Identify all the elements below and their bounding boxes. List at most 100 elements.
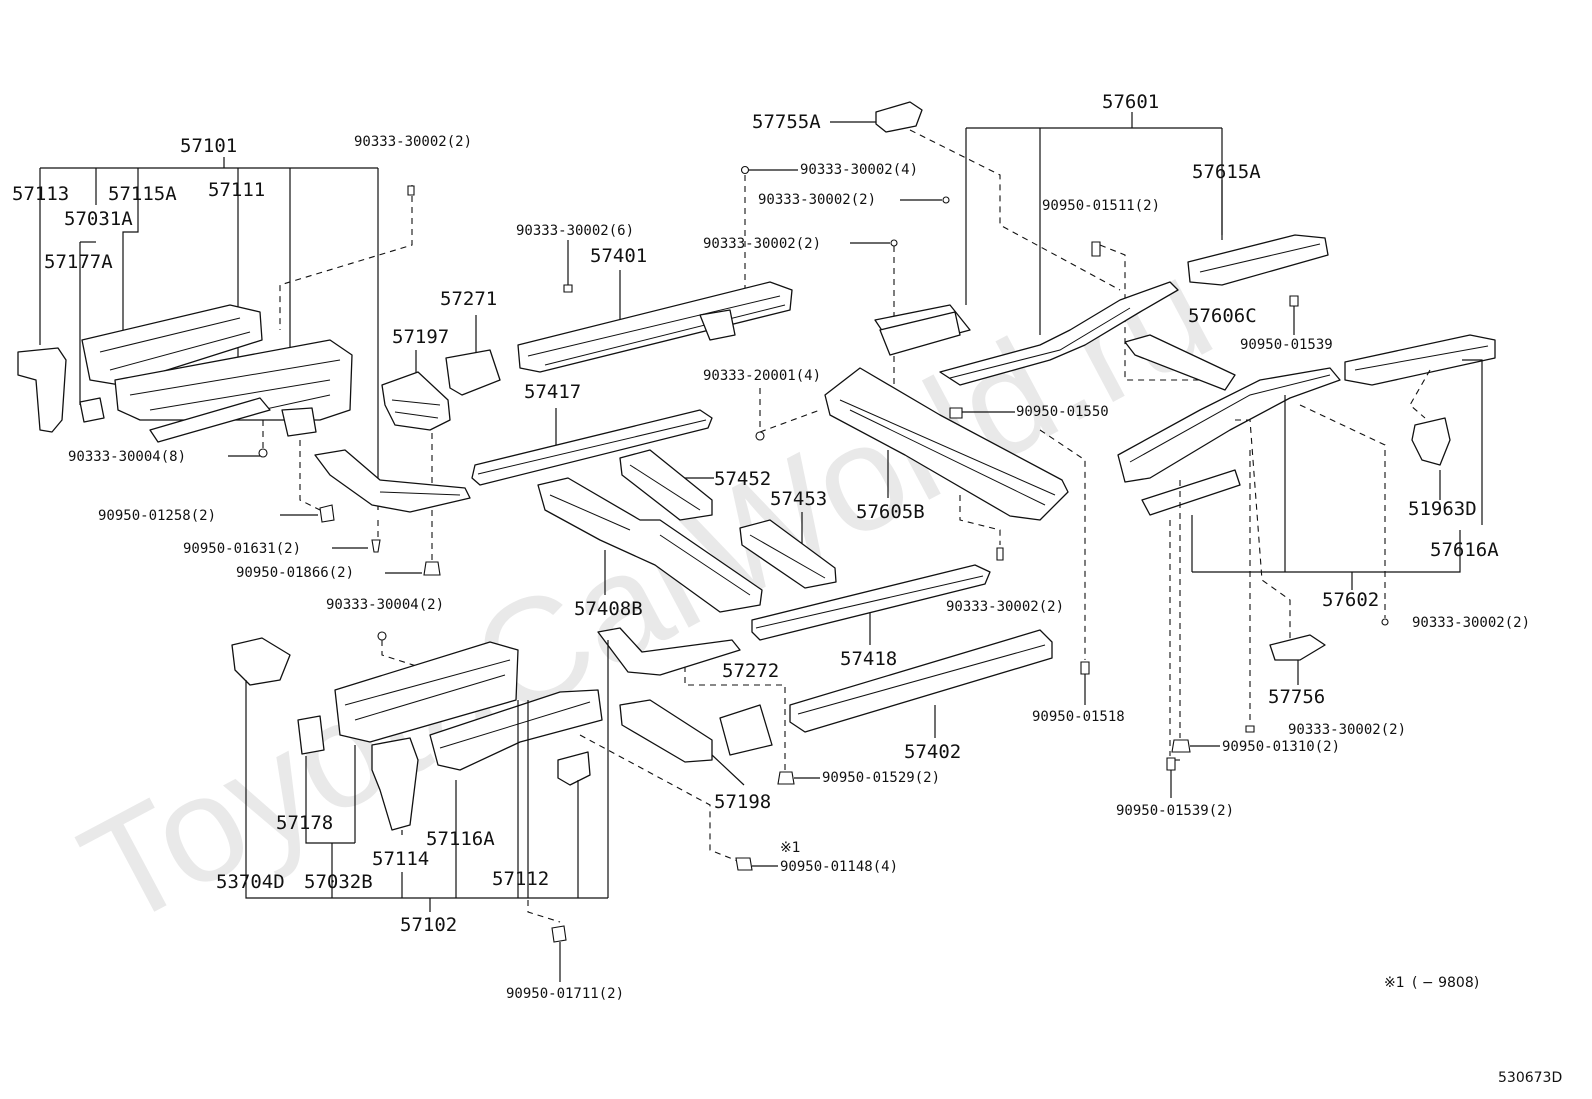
part-57601-rail (939, 281, 1179, 386)
label-90333-30004-8: 90333-30004(8) (68, 449, 186, 465)
group-57452-57453-57408B (537, 449, 837, 613)
fastener-90950-01866 (423, 561, 441, 576)
fastener-90950-01258 (319, 504, 335, 523)
group-57272-57198 (579, 627, 820, 871)
part-51963D (1411, 417, 1451, 466)
part-57755A (875, 101, 923, 133)
label-57615A: 57615A (1192, 161, 1261, 183)
fastener-90333-20001 (755, 431, 765, 441)
label-90333-30002-4: 90333-30002(4) (800, 162, 918, 178)
part-57402 (789, 629, 1053, 733)
group-57418-57402 (751, 564, 1053, 738)
label-57606C: 57606C (1188, 305, 1257, 327)
part-57408B (537, 477, 763, 613)
group-57197-57271 (381, 315, 501, 431)
label-57601: 57601 (1102, 91, 1159, 113)
part-57606C (1124, 334, 1236, 391)
part-57111 (114, 339, 353, 421)
fastener-90950-01539-a (1289, 295, 1299, 307)
fastener-90333-30002-e (890, 239, 898, 247)
part-57272 (719, 704, 773, 756)
fastener-90950-01711 (551, 925, 567, 943)
part-53704D (231, 637, 291, 686)
fastener-90333-30002-d (942, 196, 950, 204)
label-90950-01148-4: 90950-01148(4) (780, 859, 898, 875)
label-57197: 57197 (392, 326, 449, 348)
part-57116A (429, 689, 603, 771)
part-57601-bracket (879, 311, 961, 356)
fastener-90333-30002-c (740, 165, 750, 175)
part-57271 (445, 349, 501, 396)
label-57116A: 57116A (426, 828, 495, 850)
label-57031A: 57031A (64, 208, 133, 230)
fastener-90950-01518 (1080, 661, 1090, 675)
label-90950-01529-2: 90950-01529(2) (822, 770, 940, 786)
label-57113: 57113 (12, 183, 69, 205)
part-57198 (619, 699, 713, 763)
fastener-90333-30004-b (377, 631, 387, 641)
label-57756: 57756 (1268, 686, 1325, 708)
part-57115A (149, 397, 271, 443)
fastener-90950-01539-b (1166, 757, 1176, 771)
fastener-90950-01550 (949, 407, 963, 419)
label-57755A: 57755A (752, 111, 821, 133)
label-57112: 57112 (492, 868, 549, 890)
part-57112-mount (557, 751, 591, 786)
fastener-90333-30002-h (1245, 725, 1255, 733)
label-57115A: 57115A (108, 183, 177, 205)
group-57401-57417 (471, 165, 793, 486)
label-57272: 57272 (722, 660, 779, 682)
footnote-mark: ※1 (1384, 975, 1405, 991)
fastener-90950-01529 (777, 771, 795, 785)
diagram-code: 530673D (1498, 1070, 1562, 1086)
label-90950-01631-2: 90950-01631(2) (183, 541, 301, 557)
label-57198: 57198 (714, 791, 771, 813)
part-57418 (751, 564, 991, 641)
label-53704D: 53704D (216, 871, 285, 893)
label-57402: 57402 (904, 741, 961, 763)
label-57111: 57111 (208, 179, 265, 201)
fastener-90333-30002-f (996, 547, 1004, 561)
label-57602: 57602 (1322, 589, 1379, 611)
part-57616A (1344, 334, 1496, 386)
label-90950-01866-2: 90950-01866(2) (236, 565, 354, 581)
label-90333-30002-2f: 90333-30002(2) (1288, 722, 1406, 738)
part-57032B (334, 641, 519, 743)
fastener-90333-30002-g (1381, 618, 1389, 626)
part-57756 (1269, 634, 1326, 661)
label-90333-30002-2b: 90333-30002(2) (758, 192, 876, 208)
part-57112-lower (597, 627, 741, 676)
part-57197 (381, 371, 451, 431)
footnote-text: ( − 9808) (1412, 975, 1479, 991)
label-57453: 57453 (770, 488, 827, 510)
label-90950-01511-2: 90950-01511(2) (1042, 198, 1160, 214)
part-57113 (17, 347, 67, 433)
label-57417: 57417 (524, 381, 581, 403)
part-57177A (79, 397, 105, 423)
fastener-90333-30002-b (563, 284, 573, 293)
part-57615A (1187, 234, 1329, 286)
label-90950-01518: 90950-01518 (1032, 709, 1125, 725)
label-90950-01539-2: 90950-01539(2) (1116, 803, 1234, 819)
label-90950-01550: 90950-01550 (1016, 404, 1109, 420)
fastener-90950-01631 (371, 539, 381, 553)
label-57271: 57271 (440, 288, 497, 310)
label-57418: 57418 (840, 648, 897, 670)
label-57178: 57178 (276, 812, 333, 834)
label-57452: 57452 (714, 468, 771, 490)
label-57114: 57114 (372, 848, 429, 870)
label-57102: 57102 (400, 914, 457, 936)
part-57112-upper (314, 449, 471, 513)
group-57102 (231, 631, 609, 982)
label-90950-01310-2: 90950-01310(2) (1222, 739, 1340, 755)
fastener-90950-01310 (1171, 739, 1191, 753)
fastener-90333-30002-a (407, 185, 415, 196)
label-90333-30002-2d: 90333-30002(2) (946, 599, 1064, 615)
fastener-90950-01148 (735, 857, 753, 871)
footnote-ref-mark: ※1 (780, 840, 801, 856)
group-57601 (879, 112, 1496, 798)
fastener-90333-30004 (258, 448, 268, 458)
label-90950-01258-2: 90950-01258(2) (98, 508, 216, 524)
label-90950-01711-2: 90950-01711(2) (506, 986, 624, 1002)
